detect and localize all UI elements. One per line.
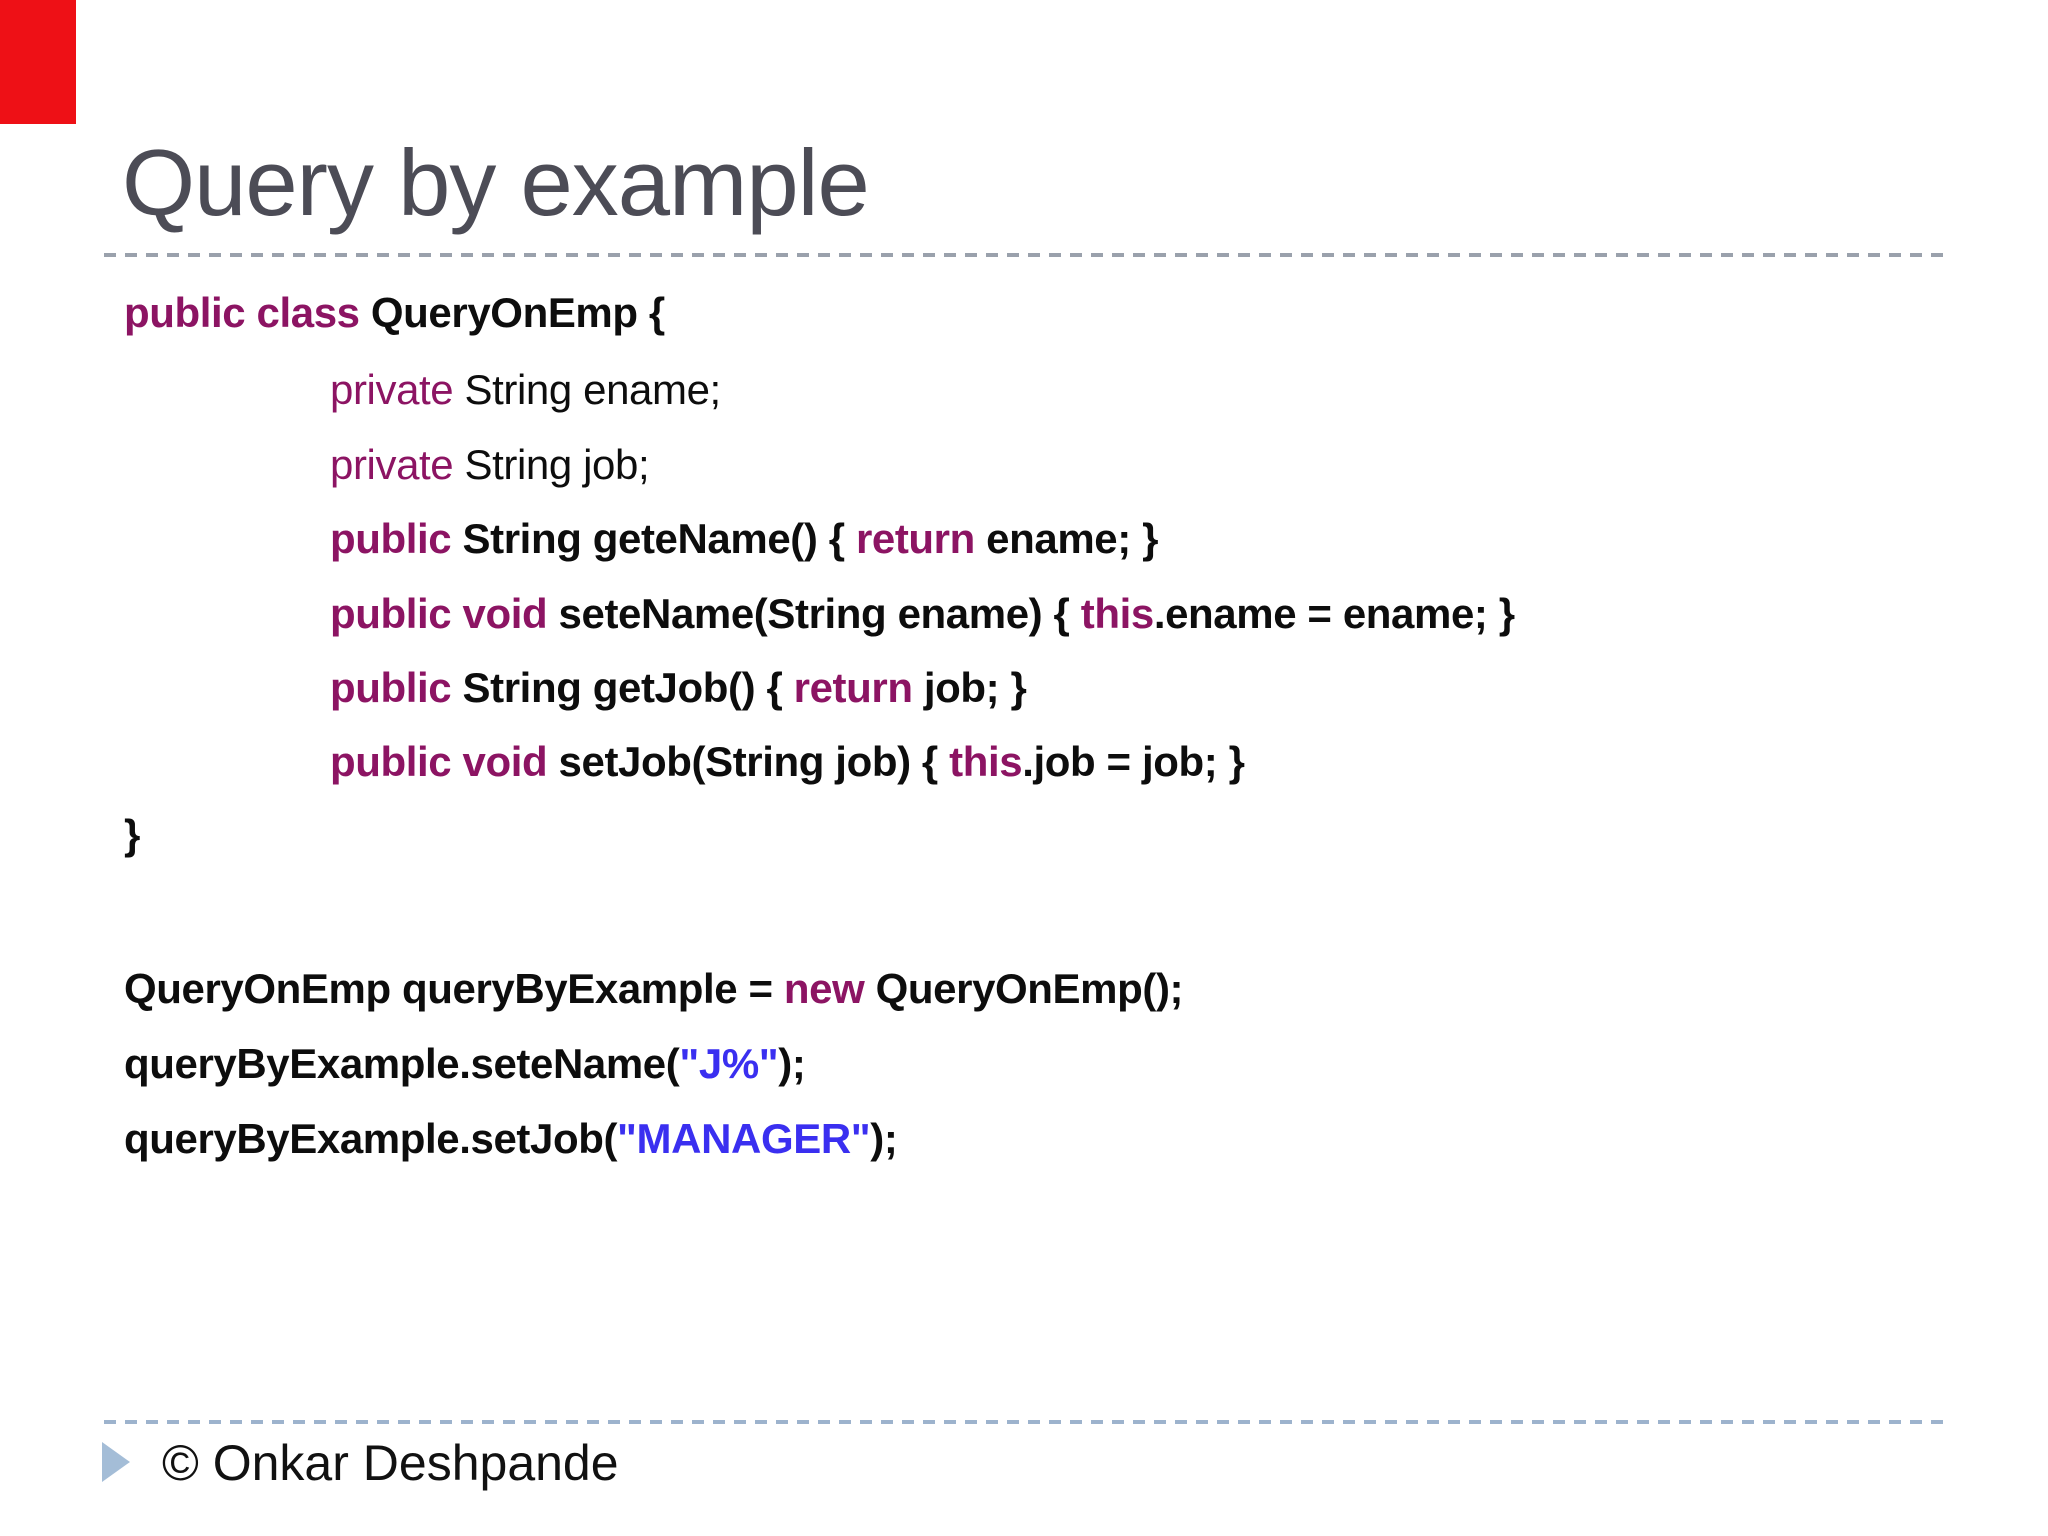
code-token-txt: } — [124, 811, 140, 858]
code-token-txt: queryByExample.setJob( — [124, 1115, 618, 1162]
code-line: private String ename; — [330, 366, 721, 414]
code-token-str: "MANAGER" — [617, 1115, 871, 1162]
footer-copyright: © Onkar Deshpande — [162, 1435, 619, 1491]
red-accent-bar — [0, 0, 76, 124]
code-token-kw: this — [949, 738, 1023, 785]
code-token-txt: String getJob() { — [451, 664, 794, 711]
code-block: public class QueryOnEmp { private String … — [124, 289, 1515, 1163]
code-token-kw: public — [330, 664, 452, 711]
code-line: public void setJob(String job) { this.jo… — [330, 738, 1245, 786]
code-token-txt: job; } — [912, 664, 1027, 711]
code-token-txt: String ename; — [453, 366, 722, 413]
code-line: public String geteName() { return ename;… — [330, 515, 1158, 563]
code-token-kw: public — [330, 515, 452, 562]
code-token-txt: QueryOnEmp { — [359, 289, 665, 336]
code-line: queryByExample.setJob("MANAGER"); — [124, 1115, 898, 1163]
code-token-txt: ename; } — [974, 515, 1159, 562]
code-token-kw: private — [330, 441, 454, 488]
code-token-kw: public void — [330, 590, 548, 637]
code-token-kw: new — [783, 965, 865, 1012]
code-token-txt: ); — [778, 1040, 806, 1087]
code-token-kw: return — [855, 515, 975, 562]
code-token-txt: ); — [870, 1115, 898, 1162]
code-token-kw: this — [1080, 590, 1154, 637]
code-line: } — [124, 811, 140, 859]
code-line: private String job; — [330, 441, 650, 489]
code-token-kw: private — [330, 366, 454, 413]
footer: © Onkar Deshpande — [0, 1436, 2048, 1506]
footer-divider — [104, 1420, 1950, 1424]
code-token-txt: queryByExample.seteName( — [124, 1040, 680, 1087]
code-token-txt: String geteName() { — [451, 515, 856, 562]
code-token-txt: setJob(String job) { — [547, 738, 950, 785]
bullet-triangle-icon — [102, 1442, 130, 1482]
code-token-kw: return — [793, 664, 913, 711]
code-token-txt: .ename = ename; } — [1153, 590, 1515, 637]
code-line: public void seteName(String ename) { thi… — [330, 590, 1515, 638]
title-divider — [104, 253, 1945, 257]
code-token-kw: public void — [330, 738, 548, 785]
code-token-txt: .job = job; } — [1022, 738, 1245, 785]
code-token-kw: public class — [124, 289, 360, 336]
code-token-txt: QueryOnEmp queryByExample = — [124, 965, 784, 1012]
code-token-txt: String job; — [453, 441, 650, 488]
code-line: queryByExample.seteName("J%"); — [124, 1040, 806, 1088]
code-token-str: "J%" — [679, 1040, 779, 1087]
page-title: Query by example — [122, 130, 870, 235]
code-line: QueryOnEmp queryByExample = new QueryOnE… — [124, 965, 1184, 1013]
code-token-txt: QueryOnEmp(); — [864, 965, 1184, 1012]
code-line: public String getJob() { return job; } — [330, 664, 1027, 712]
code-line: public class QueryOnEmp { — [124, 289, 665, 337]
code-token-txt: seteName(String ename) { — [547, 590, 1081, 637]
